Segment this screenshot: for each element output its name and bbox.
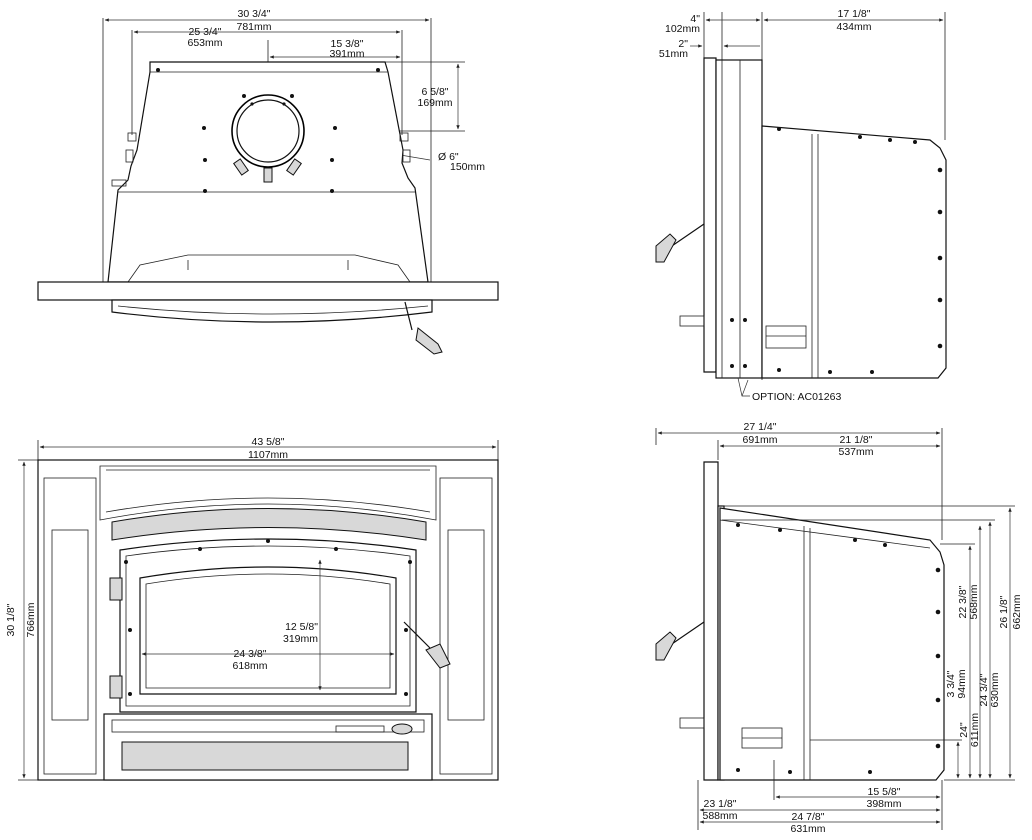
label-front-overall-width-imperial: 43 5/8"	[252, 436, 285, 448]
label-side-total-depth-imperial: 27 1/4"	[744, 421, 777, 433]
label-flue-diameter-metric: 150mm	[450, 161, 485, 173]
label-glass-width-metric: 618mm	[232, 660, 267, 672]
label-side-rear-depth-imperial: 17 1/8"	[838, 8, 871, 20]
top-view: 30 3/4" 781mm 25 3/4" 653mm 15 3/8" 391m…	[37, 8, 499, 355]
label-height-c-metric: 662mm	[1011, 594, 1023, 629]
label-top-overall-width-metric: 781mm	[236, 21, 271, 33]
label-depth-a-metric: 398mm	[866, 798, 901, 810]
label-front-overall-width-metric: 1107mm	[248, 449, 288, 461]
label-flue-offset-y-metric: 169mm	[417, 97, 452, 109]
label-top-body-width-imperial: 25 3/4"	[189, 26, 222, 38]
surround-plate-top	[37, 281, 499, 301]
front-view: 43 5/8" 1107mm 30 1/8" 766mm 12 5/8" 319…	[5, 436, 499, 781]
label-flue-offset-y-imperial: 6 5/8"	[421, 86, 448, 98]
label-front-overall-height-metric: 766mm	[25, 602, 37, 637]
label-flue-diameter-imperial: Ø 6"	[438, 151, 459, 163]
label-top-body-width-metric: 653mm	[187, 37, 222, 49]
label-side-rear-depth-metric: 434mm	[836, 21, 871, 33]
label-height-b-metric: 630mm	[989, 672, 1001, 707]
label-height-a-imperial: 22 3/8"	[957, 585, 969, 618]
door-handle-icon	[415, 327, 443, 355]
label-height-e-metric: 94mm	[956, 669, 968, 698]
label-height-a-metric: 568mm	[968, 584, 980, 619]
label-depth-b-metric: 588mm	[702, 810, 737, 822]
label-height-d-imperial: 24"	[958, 722, 970, 738]
side-handle-bottom-icon	[655, 631, 677, 661]
label-height-b-imperial: 24 3/4"	[978, 673, 990, 706]
label-height-e-imperial: 3 3/4"	[945, 670, 957, 697]
front-handle-icon	[425, 643, 451, 669]
label-side-total-depth-metric: 691mm	[742, 434, 777, 446]
label-height-d-metric: 611mm	[969, 713, 981, 747]
label-glass-width-imperial: 24 3/8"	[234, 648, 267, 660]
label-depth-c-metric: 631mm	[790, 823, 825, 835]
label-top-overall-width-imperial: 30 3/4"	[238, 8, 271, 20]
label-side-rear-depth-b-metric: 537mm	[838, 446, 873, 458]
label-depth-a-imperial: 15 5/8"	[868, 786, 901, 798]
side-view-top: 4" 102mm 17 1/8" 434mm 2" 51mm OPTION: A…	[655, 8, 947, 403]
label-side-rear-depth-b-imperial: 21 1/8"	[840, 434, 873, 446]
label-flue-offset-x-imperial: 15 3/8"	[331, 38, 364, 50]
label-glass-height-metric: 319mm	[283, 633, 318, 645]
label-height-c-imperial: 26 1/8"	[998, 595, 1010, 628]
label-option: OPTION: AC01263	[752, 391, 841, 403]
label-side-front-depth-metric: 102mm	[665, 23, 700, 35]
side-view-bottom: 27 1/4" 691mm 21 1/8" 537mm 22 3/8" 568m…	[655, 421, 1023, 835]
label-front-overall-height-imperial: 30 1/8"	[5, 603, 17, 636]
side-handle-icon	[655, 233, 677, 263]
label-side-front-lip-metric: 51mm	[659, 48, 688, 60]
label-depth-c-imperial: 24 7/8"	[792, 811, 825, 823]
label-flue-offset-x-metric: 391mm	[329, 48, 364, 60]
label-depth-b-imperial: 23 1/8"	[704, 798, 737, 810]
label-side-front-depth-imperial: 4"	[690, 13, 700, 25]
label-glass-height-imperial: 12 5/8"	[285, 621, 318, 633]
label-side-front-lip-imperial: 2"	[678, 38, 688, 50]
flue-collar	[231, 94, 305, 168]
